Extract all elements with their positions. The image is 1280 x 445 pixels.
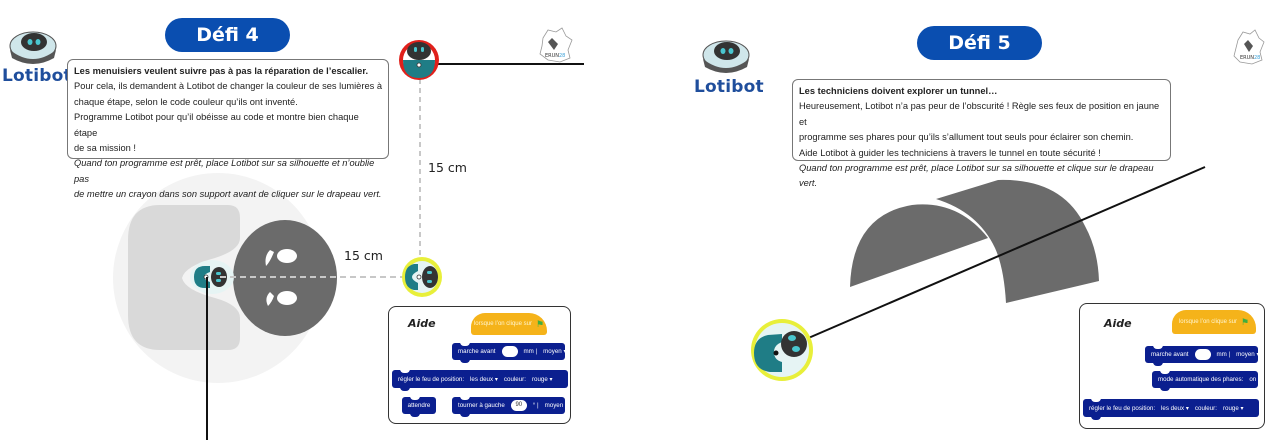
light-side-dropdown[interactable]: les deux [1161, 405, 1189, 412]
aide-title: Aide [1104, 317, 1132, 330]
color-dropdown[interactable]: rouge [1223, 405, 1244, 412]
lotibot-logo-text: Lotibot [2, 66, 72, 86]
speed-dropdown[interactable]: moyen [1236, 351, 1259, 358]
set-position-light-block[interactable]: régler le feu de position: les deux coul… [1083, 398, 1259, 420]
description-line: Heureusement, Lotibot n’a pas peur de l’… [799, 101, 1160, 127]
block-label: mode automatique des phares: [1158, 376, 1244, 383]
green-flag-icon: ⚑ [1240, 316, 1250, 327]
challenge-description: Les techniciens doivent explorer un tunn… [792, 79, 1171, 188]
panel-defi-5: ERUN 28 Lotibot Défi 5 Les techniciens d… [640, 0, 1280, 445]
stair-hole [265, 250, 274, 266]
wait-block[interactable]: attendre [402, 396, 436, 417]
pen-path-line [775, 166, 1206, 353]
description-line: Aide Lotibot à guider les techniciens à … [799, 147, 1101, 158]
block-label: régler le feu de position: [1089, 404, 1156, 412]
lotibot-robot-icon [9, 31, 57, 64]
description-instruction: Quand ton programme est prêt, place Loti… [799, 163, 1154, 189]
defi-5-scene: ERUN 28 [702, 29, 1265, 381]
distance-input[interactable] [501, 346, 518, 357]
stair-light-shape [128, 205, 240, 350]
set-position-light-block[interactable]: régler le feu de position: les deux coul… [392, 369, 568, 391]
lotibot-robot-icon [702, 40, 750, 73]
hat-block-label: lorsque l’on clique sur [1178, 319, 1237, 325]
description-instruction: de mettre un crayon dans son support ava… [74, 189, 382, 200]
move-forward-block[interactable]: marche avant mm | moyen [1145, 345, 1259, 366]
description-line: programme ses phares pour qu’ils s’allum… [799, 132, 1134, 143]
lotibot-logo-text: Lotibot [694, 77, 764, 97]
panel-defi-4: ERUN 28 Lotibot Défi 4 Les menuisiers ve… [0, 0, 640, 445]
description-line: Programme Lotibot pour qu’il obéisse au … [74, 112, 359, 138]
when-flag-clicked-block[interactable]: lorsque l’on clique sur ⚑ [1172, 310, 1256, 334]
aide-title: Aide [408, 317, 436, 330]
description-heading: Les menuisiers veulent suivre pas à pas … [74, 66, 369, 76]
svg-text:28: 28 [559, 53, 565, 59]
angle-input[interactable]: 90 [510, 400, 527, 411]
description-heading: Les techniciens doivent explorer un tunn… [799, 86, 998, 96]
auto-mode-dropdown[interactable]: on [1249, 376, 1261, 383]
measure-label-vertical: 15 cm [428, 160, 467, 175]
lotibot-logo: Lotibot [2, 66, 72, 86]
auto-headlights-block[interactable]: mode automatique des phares: on [1152, 370, 1261, 391]
turn-left-block[interactable]: tourner à gauche 90 ° | moyen [452, 396, 568, 417]
svg-text:ERUN: ERUN [1240, 55, 1254, 61]
color-dropdown[interactable]: rouge [532, 376, 553, 383]
block-label: couleur: [503, 375, 526, 383]
block-label: tourner à gauche [458, 402, 505, 409]
description-line: de sa mission ! [74, 143, 137, 154]
tunnel-right-piece [936, 179, 1099, 303]
aide-help-box: Aide lorsque l’on clique sur ⚑ marche av… [1079, 303, 1265, 429]
stair-hole [277, 249, 297, 263]
description-instruction: Quand ton programme est prêt, place Loti… [74, 158, 375, 184]
speed-dropdown[interactable]: moyen [545, 402, 568, 409]
defi-title-pill: Défi 4 [165, 18, 290, 52]
block-label: régler le feu de position: [398, 375, 465, 383]
block-label: marche avant [458, 348, 496, 355]
svg-text:28: 28 [1254, 55, 1260, 61]
when-flag-clicked-block[interactable]: lorsque l’on clique sur ⚑ [471, 313, 547, 335]
robot-start-yellow[interactable] [751, 319, 813, 381]
defi-4-scene: ERUN 28 [9, 27, 584, 440]
block-unit: ° | [532, 402, 539, 409]
green-flag-icon: ⚑ [535, 318, 545, 329]
block-label: attendre [407, 402, 431, 409]
erun-academy-map-icon: ERUN 28 [539, 27, 573, 63]
lotibot-logo: Lotibot [694, 77, 764, 97]
block-unit: mm | [523, 348, 538, 355]
stair-hole [277, 291, 297, 305]
defi-title-pill: Défi 5 [917, 26, 1042, 60]
description-line: chaque étape, selon le code couleur qu’i… [74, 96, 298, 107]
distance-input[interactable] [1194, 349, 1211, 360]
block-label: couleur: [1194, 404, 1217, 412]
robot-start-red[interactable] [399, 40, 439, 80]
robot-silhouette-center [190, 260, 234, 294]
description-line: Pour cela, ils demandent à Lotibot de ch… [74, 81, 383, 92]
erun-academy-map-icon: ERUN 28 [1233, 29, 1265, 65]
svg-text:ERUN: ERUN [545, 53, 559, 59]
move-forward-block[interactable]: marche avant mm | moyen [452, 342, 566, 363]
tunnel-left-piece [850, 204, 988, 287]
light-side-dropdown[interactable]: les deux [470, 376, 498, 383]
block-label: marche avant [1151, 351, 1189, 358]
aide-help-box: Aide lorsque l’on clique sur ⚑ marche av… [388, 306, 571, 424]
challenge-description: Les menuisiers veulent suivre pas à pas … [67, 59, 389, 199]
measure-label-horizontal: 15 cm [344, 248, 383, 263]
stair-hole [266, 292, 274, 306]
block-unit: mm | [1216, 351, 1231, 358]
robot-target-yellow[interactable] [402, 257, 442, 297]
hat-block-label: lorsque l’on clique sur [473, 321, 532, 327]
speed-dropdown[interactable]: moyen [543, 348, 566, 355]
